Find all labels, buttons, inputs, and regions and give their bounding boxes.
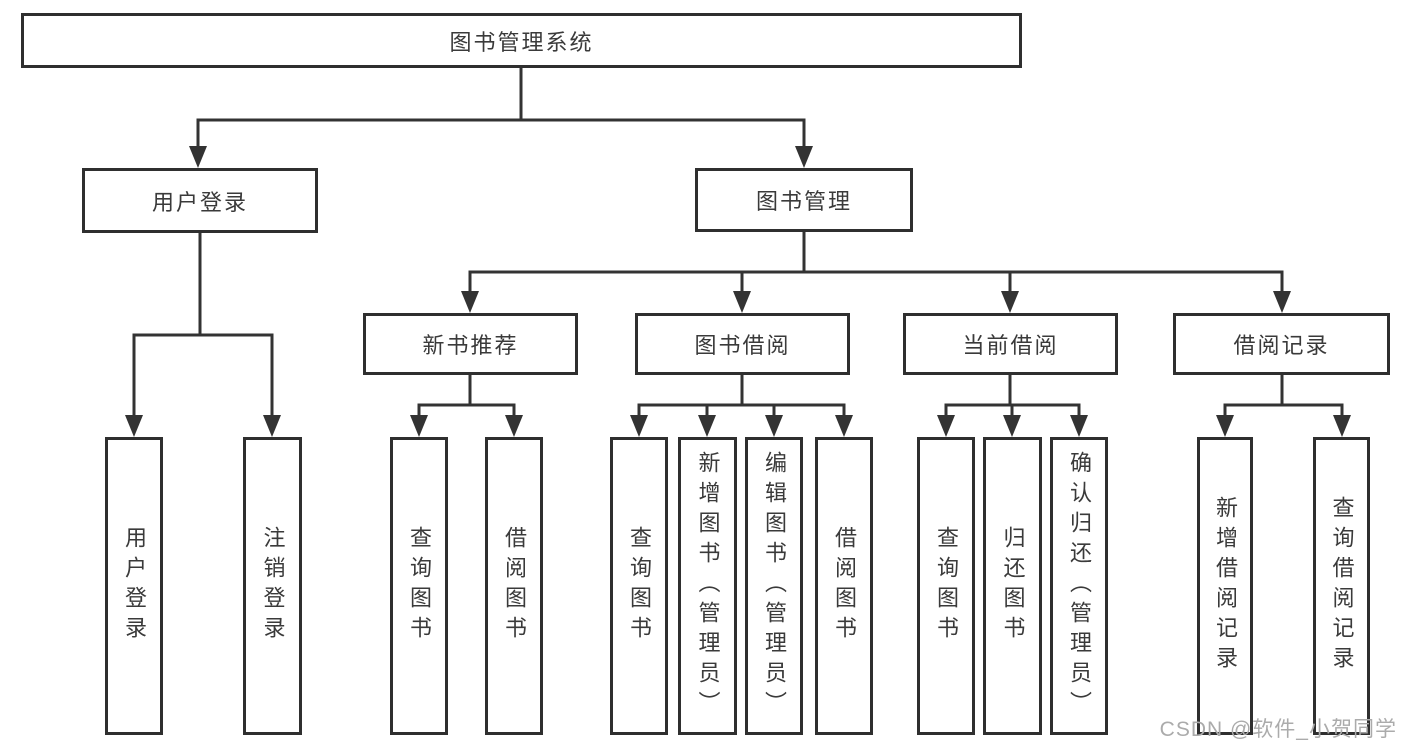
leaf-user-login: 用户登录 (105, 437, 163, 735)
node-label: 查询图书 (627, 526, 652, 646)
node-label: 确认归还（管理员） (1067, 451, 1092, 721)
leaf-edit-books-admin: 编辑图书（管理员） (745, 437, 803, 735)
node-label: 用户登录 (151, 189, 248, 215)
node-label: 新增图书（管理员） (695, 451, 721, 721)
leaf-add-borrow-record: 新增借阅记录 (1197, 437, 1253, 735)
leaf-query-books: 查询图书 (390, 437, 448, 735)
node-label: 用户登录 (122, 526, 147, 646)
node-current-borrowing: 当前借阅 (903, 313, 1118, 375)
node-label: 图书管理系统 (449, 29, 594, 55)
node-label: 新书推荐 (422, 333, 519, 358)
node-label: 归还图书 (1000, 526, 1026, 646)
node-label: 查询图书 (934, 526, 959, 646)
leaf-borrow-books: 借阅图书 (485, 437, 543, 735)
leaf-query-books: 查询图书 (917, 437, 975, 735)
leaf-query-books: 查询图书 (610, 437, 668, 735)
arrowheads (125, 146, 1351, 437)
node-book-borrowing: 图书借阅 (635, 313, 850, 375)
node-label: 编辑图书（管理员） (762, 451, 787, 721)
node-borrowing-records: 借阅记录 (1173, 313, 1390, 375)
node-library-management-system: 图书管理系统 (21, 13, 1022, 68)
node-new-book-recommendation: 新书推荐 (363, 313, 578, 375)
leaf-confirm-return-admin: 确认归还（管理员） (1050, 437, 1108, 735)
node-user-login: 用户登录 (82, 168, 318, 233)
leaf-return-books: 归还图书 (983, 437, 1042, 735)
node-book-management: 图书管理 (695, 168, 913, 232)
node-label: 新增借阅记录 (1213, 496, 1238, 676)
node-label: 图书借阅 (694, 333, 791, 358)
node-label: 借阅图书 (832, 526, 857, 646)
node-label: 注销登录 (260, 526, 286, 646)
leaf-query-borrow-record: 查询借阅记录 (1313, 437, 1370, 735)
node-label: 当前借阅 (962, 333, 1059, 358)
node-label: 图书管理 (755, 189, 852, 214)
node-label: 借阅图书 (502, 526, 527, 646)
node-label: 查询图书 (407, 526, 432, 646)
node-label: 查询借阅记录 (1329, 496, 1355, 676)
node-label: 借阅记录 (1233, 333, 1330, 358)
leaf-borrow-books: 借阅图书 (815, 437, 873, 735)
csdn-watermark: CSDN @软件_小贺同学 (1159, 718, 1397, 741)
leaf-logout: 注销登录 (243, 437, 302, 735)
leaf-add-books-admin: 新增图书（管理员） (678, 437, 737, 735)
